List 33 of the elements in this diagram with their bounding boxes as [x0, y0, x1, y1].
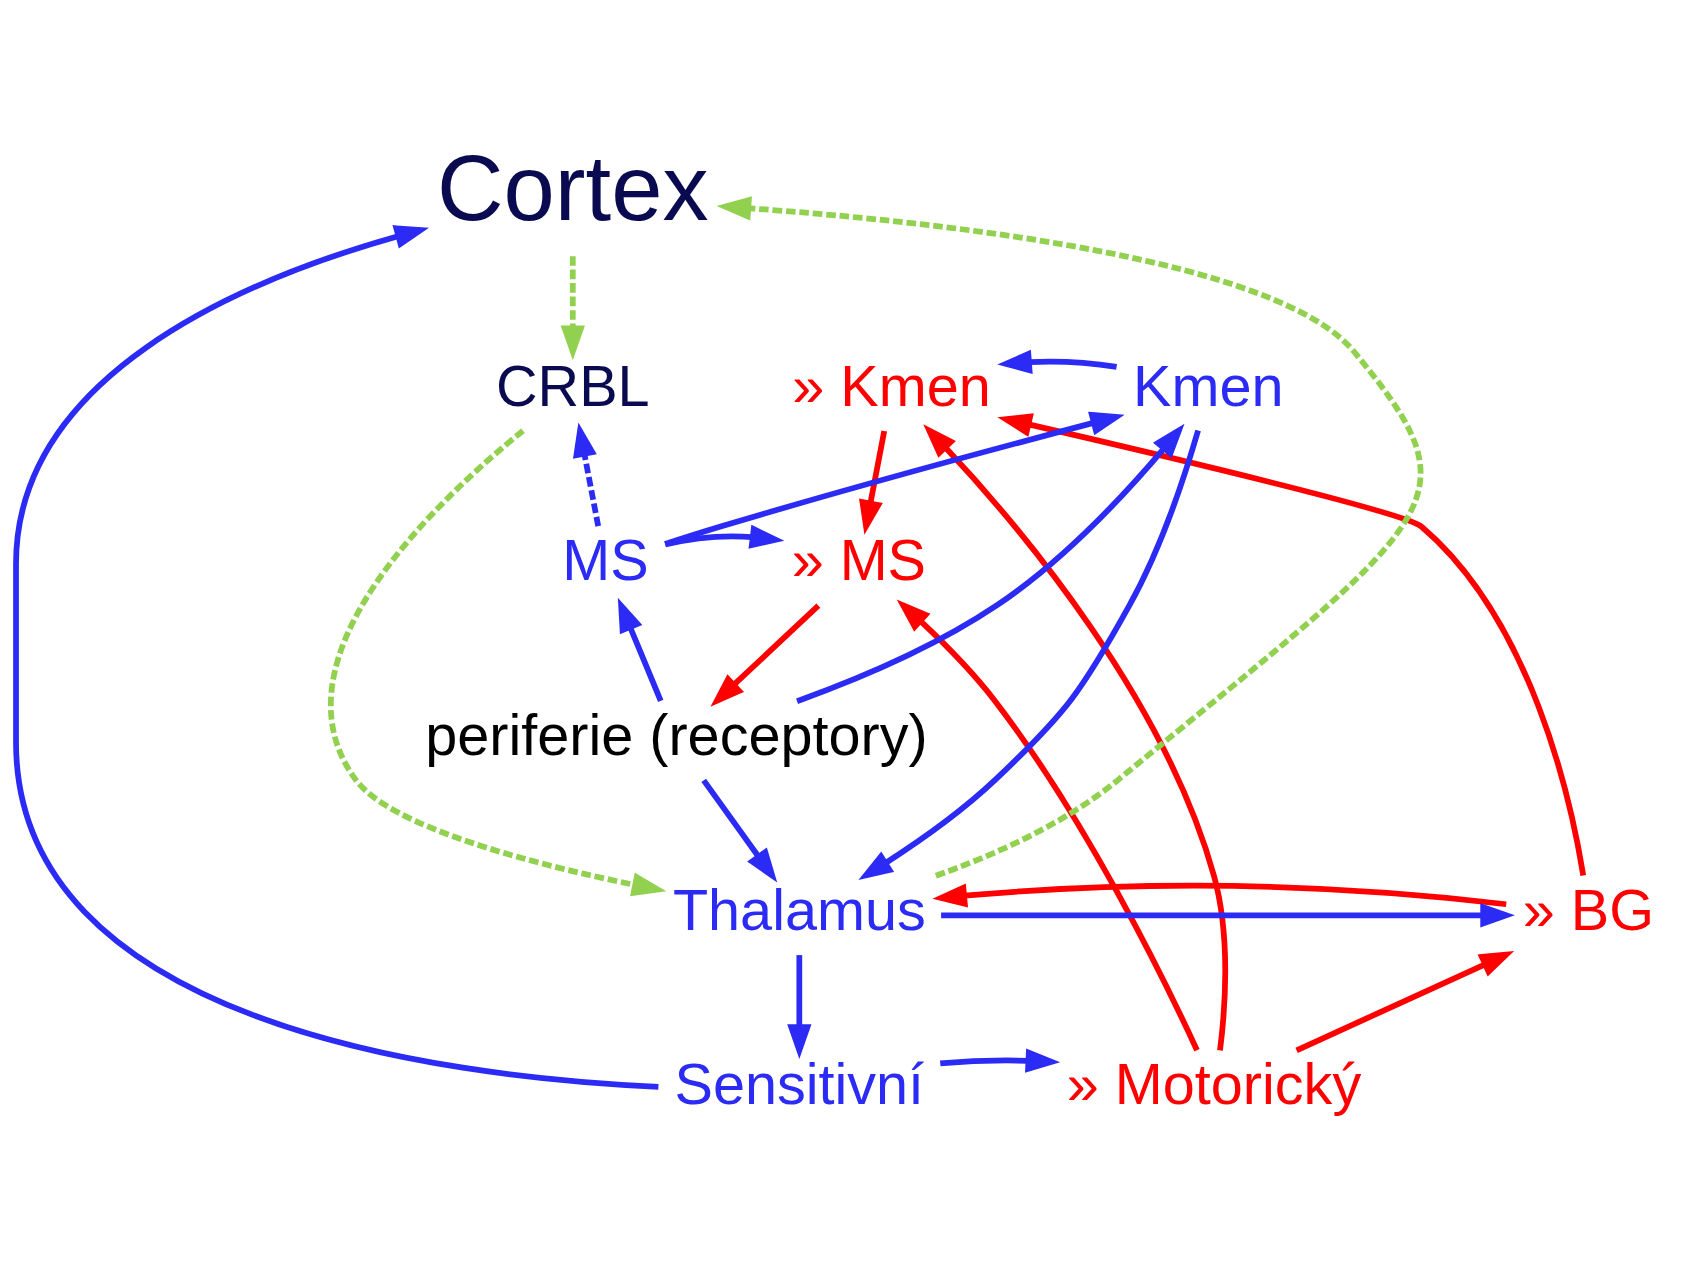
arrow	[701, 778, 778, 883]
arrow	[997, 349, 1117, 374]
arrow	[787, 954, 812, 1059]
node-text: MS	[562, 527, 649, 592]
arrow	[1295, 950, 1515, 1053]
arrow	[858, 429, 1201, 880]
arrow	[796, 423, 1185, 704]
arrow	[932, 882, 1507, 908]
arrow	[560, 255, 585, 360]
arrow	[940, 1048, 1061, 1073]
arrow	[997, 412, 1587, 876]
arrow	[573, 421, 602, 527]
arrow	[664, 411, 1125, 547]
arrow	[716, 195, 1423, 878]
arrow	[941, 902, 1515, 927]
arrow	[617, 597, 664, 702]
arrow	[13, 224, 659, 1090]
node-text: periferie (receptory)	[425, 702, 928, 767]
node-text: Kmen	[1133, 353, 1284, 418]
node-text: » BG	[1522, 877, 1654, 942]
arrow	[896, 598, 1200, 1051]
node-text: » Motorický	[1066, 1051, 1362, 1116]
arrow	[710, 603, 821, 707]
arrow	[859, 429, 888, 535]
node-text: » Kmen	[792, 353, 991, 418]
node-text: Cortex	[437, 136, 709, 240]
arrow	[328, 428, 667, 896]
node-text: Thalamus	[672, 877, 926, 942]
arrow	[664, 524, 785, 549]
node-text: » MS	[791, 527, 927, 592]
node-text: Sensitivní	[674, 1051, 925, 1116]
arrow	[923, 423, 1229, 1051]
node-text: CRBL	[495, 353, 650, 418]
